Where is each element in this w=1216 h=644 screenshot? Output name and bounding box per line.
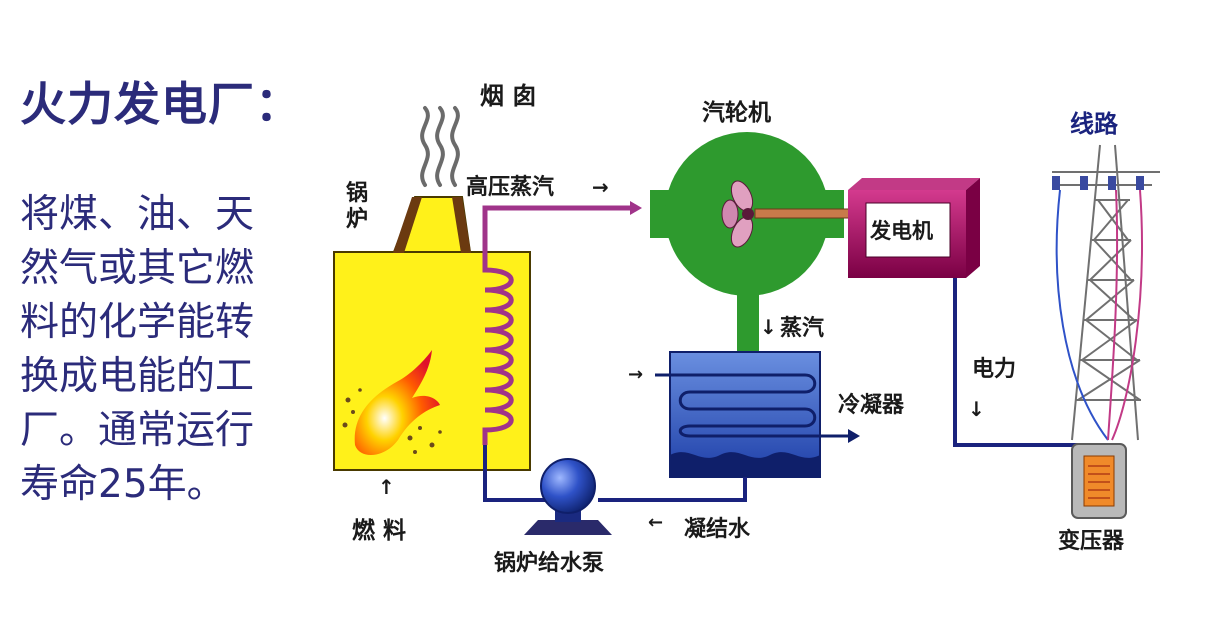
label-condensate: 凝结水 bbox=[684, 516, 751, 542]
feed-pump-icon bbox=[524, 458, 612, 535]
description-line: 将煤、油、天 bbox=[20, 192, 255, 237]
description-text: 将煤、油、天 然气或其它燃 料的化学能转 换成电能的工 厂。通常运行 寿命25年… bbox=[20, 188, 300, 512]
arrow-up-icon: ↑ bbox=[378, 475, 395, 499]
transformer-icon bbox=[1071, 443, 1127, 519]
description-line: 厂。通常运行 bbox=[20, 408, 255, 453]
power-line bbox=[953, 278, 1090, 447]
page-title: 火力发电厂： bbox=[20, 77, 302, 131]
label-steam: 蒸汽 bbox=[780, 315, 824, 341]
arrow-left-icon: ← bbox=[648, 512, 663, 533]
label-turbine: 汽轮机 bbox=[702, 99, 771, 126]
label-transformer: 变压器 bbox=[1058, 528, 1125, 554]
label-high-pressure-steam: 高压蒸汽 bbox=[466, 174, 554, 200]
label-feed-pump: 锅炉给水泵 bbox=[494, 550, 604, 576]
arrow-down-icon: ↓ bbox=[760, 315, 777, 339]
steam-arrow bbox=[630, 201, 642, 215]
label-line: 线路 bbox=[1070, 110, 1119, 138]
label-boiler-2: 炉 bbox=[346, 207, 368, 232]
label-boiler-1: 锅 bbox=[346, 180, 368, 206]
fuel-particles bbox=[342, 388, 442, 454]
label-electricity: 电力 bbox=[972, 357, 1016, 382]
label-chimney: 烟 囱 bbox=[480, 82, 536, 110]
flame-icon bbox=[354, 350, 440, 456]
insulators bbox=[1052, 176, 1144, 190]
smoke-icon bbox=[420, 106, 460, 187]
condenser bbox=[655, 351, 860, 478]
arrow-down-electricity-icon: ↓ bbox=[968, 397, 985, 421]
label-fuel: 燃 料 bbox=[352, 517, 406, 544]
turbine-rotor-icon bbox=[721, 180, 854, 248]
arrow-right-small-icon: → bbox=[628, 364, 643, 385]
generator bbox=[848, 178, 980, 278]
label-condenser: 冷凝器 bbox=[838, 392, 905, 418]
water-return-pipe bbox=[483, 445, 747, 502]
description-line: 寿命25年。 bbox=[20, 462, 226, 507]
arrow-icon: → bbox=[592, 175, 609, 199]
description-line: 然气或其它燃 bbox=[20, 246, 255, 291]
description-line: 料的化学能转 bbox=[20, 300, 255, 345]
label-generator: 发电机 bbox=[869, 219, 933, 243]
boiler-coil bbox=[482, 205, 630, 445]
tower-wires bbox=[1055, 189, 1143, 441]
description-line: 换成电能的工 bbox=[20, 354, 255, 399]
